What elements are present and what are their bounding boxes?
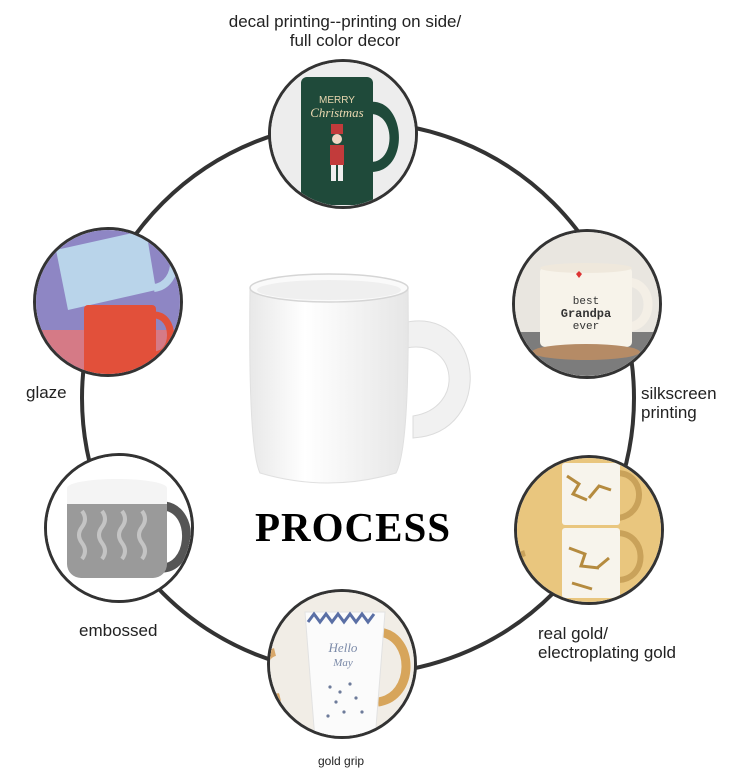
gold-label-line2: electroplating gold <box>538 643 676 662</box>
silkscreen-label-line1: silkscreen <box>641 384 717 403</box>
silkscreen-printing-label: silkscreen printing <box>641 384 717 422</box>
decal-printing-label: decal printing--printing on side/ full c… <box>197 12 493 50</box>
svg-text:Grandpa: Grandpa <box>561 307 611 321</box>
silkscreen-label-line2: printing <box>641 403 697 422</box>
silkscreen-printing-node: best Grandpa ever <box>512 229 662 379</box>
svg-text:May: May <box>332 657 353 669</box>
glaze-node <box>33 227 183 377</box>
glaze-label: glaze <box>26 383 67 402</box>
decal-mug-image: MERRY Christmas <box>271 62 415 206</box>
svg-text:Christmas: Christmas <box>310 105 363 120</box>
svg-text:MERRY: MERRY <box>319 95 355 106</box>
decal-label-line2: full color decor <box>289 31 401 50</box>
svg-text:ever: ever <box>573 321 599 333</box>
page-title: PROCESS <box>254 504 452 550</box>
gold-mug-image <box>517 458 661 602</box>
decal-label-line1: decal printing--printing on side/ <box>228 12 462 31</box>
gold-grip-mug-image: Hello May <box>270 592 414 736</box>
gold-label-line1: real gold/ <box>538 624 608 643</box>
gold-grip-node: Hello May <box>267 589 417 739</box>
svg-text:best: best <box>573 296 599 308</box>
glaze-mug-image <box>36 230 180 374</box>
plain-white-mug <box>249 273 471 484</box>
real-gold-label: real gold/ electroplating gold <box>538 624 676 662</box>
svg-text:Hello: Hello <box>328 640 358 655</box>
embossed-node <box>44 453 194 603</box>
embossed-label: embossed <box>79 621 158 640</box>
silkscreen-mug-image: best Grandpa ever <box>515 232 659 376</box>
gold-grip-label: gold grip <box>318 754 365 768</box>
real-gold-node <box>514 455 664 605</box>
decal-printing-node: MERRY Christmas <box>268 59 418 209</box>
embossed-mug-image <box>47 456 191 600</box>
